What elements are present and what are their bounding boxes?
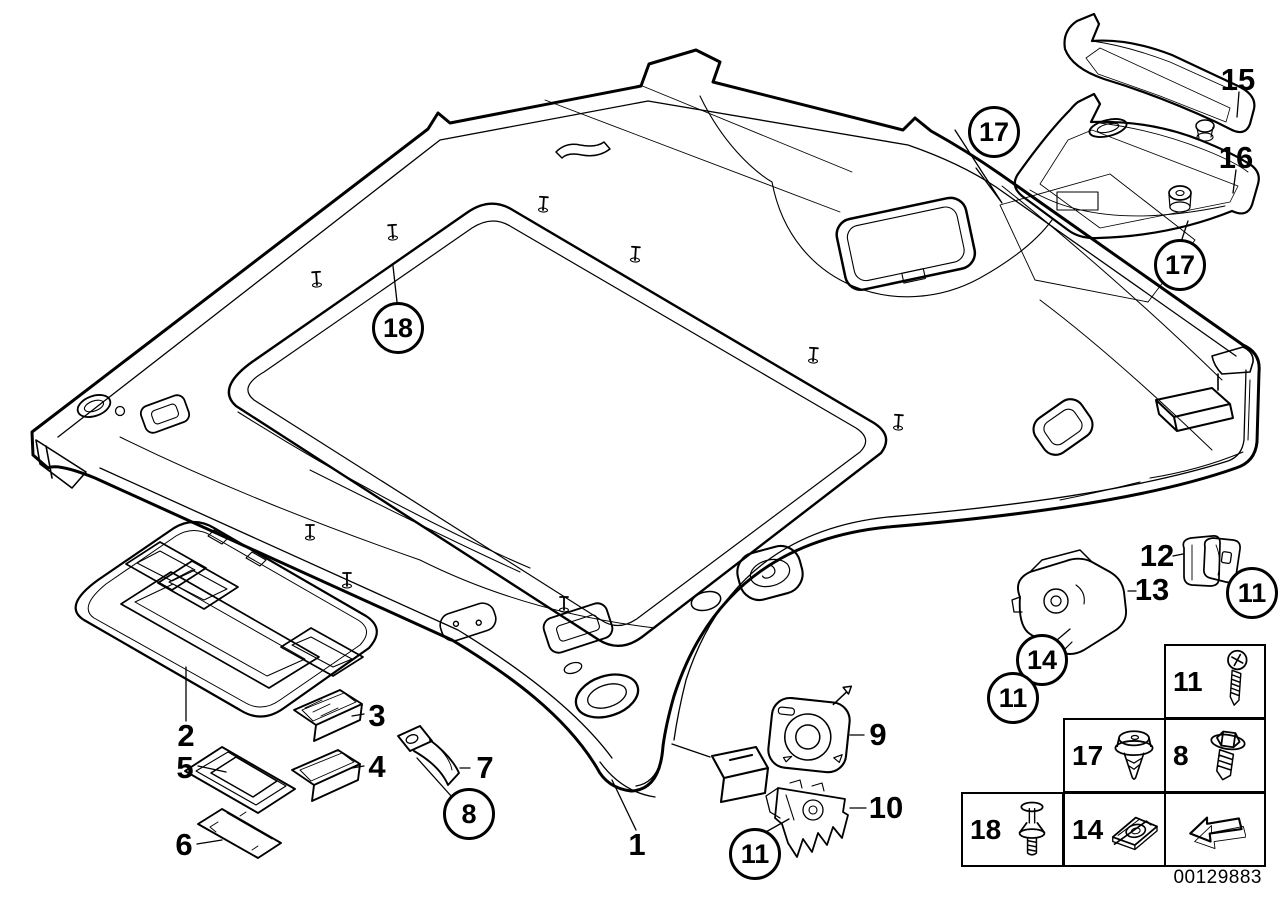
callout-1: 1 xyxy=(628,827,646,862)
plate-part9 xyxy=(767,685,853,774)
legend-cell-11: 11 xyxy=(1164,644,1266,719)
trim-panel-part16 xyxy=(1013,92,1260,240)
callout-16: 16 xyxy=(1218,140,1254,175)
phillips-screw-icon xyxy=(1203,648,1265,716)
leader-lines xyxy=(185,91,1240,845)
callout-3: 3 xyxy=(368,698,386,733)
circled-callout-17-0: 17 xyxy=(968,106,1020,158)
callout-15: 15 xyxy=(1220,62,1256,97)
callout-5: 5 xyxy=(176,750,194,785)
circled-callout-18-2: 18 xyxy=(372,302,424,354)
sunroof-frame xyxy=(227,195,905,647)
callout-6: 6 xyxy=(175,827,193,862)
bracket-part10 xyxy=(765,779,849,858)
headliner-panel xyxy=(30,48,1261,804)
circled-callout-17-1: 17 xyxy=(1154,239,1206,291)
legend-cell-arrow xyxy=(1164,792,1266,867)
callout-9: 9 xyxy=(869,717,887,752)
legend-label-14: 14 xyxy=(1072,813,1104,845)
callout-7: 7 xyxy=(476,750,494,785)
circled-callout-11-7: 11 xyxy=(1226,567,1278,619)
direction-arrow-icon xyxy=(1166,796,1264,864)
lens-part3 xyxy=(293,689,363,742)
circled-callout-11-4: 11 xyxy=(729,828,781,880)
trim-clip-icon xyxy=(1103,722,1165,790)
callout-12: 12 xyxy=(1139,538,1175,573)
legend-label-11: 11 xyxy=(1173,665,1203,697)
legend-cell-14: 14 xyxy=(1063,792,1166,867)
hex-screw-icon xyxy=(1189,722,1264,790)
callout-2: 2 xyxy=(177,718,195,753)
console-frame-part2 xyxy=(74,520,378,718)
drawing-number: 00129883 xyxy=(1173,867,1262,888)
circled-callout-11-6: 11 xyxy=(987,672,1039,724)
handle-part7 xyxy=(397,725,460,786)
legend-label-17: 17 xyxy=(1072,739,1104,771)
legend-cell-18: 18 xyxy=(961,792,1064,867)
circled-callout-14-5: 14 xyxy=(1016,634,1068,686)
legend-cell-8: 8 xyxy=(1164,718,1266,793)
callout-13: 13 xyxy=(1134,572,1170,607)
lens-part4 xyxy=(291,749,361,802)
rear-roof-opening xyxy=(835,196,977,292)
speed-nut-icon xyxy=(1103,796,1165,864)
callout-4: 4 xyxy=(368,749,386,784)
bezel-part5 xyxy=(184,746,296,814)
trim-panel-part15 xyxy=(1063,12,1256,142)
legend-cell-17: 17 xyxy=(1063,718,1166,793)
expansion-rivet-icon xyxy=(1001,796,1063,864)
legend-label-18: 18 xyxy=(970,813,1002,845)
callout-10: 10 xyxy=(868,790,904,825)
circled-callout-8-3: 8 xyxy=(443,788,495,840)
legend-label-8: 8 xyxy=(1173,739,1189,771)
cover-part6 xyxy=(197,808,282,859)
